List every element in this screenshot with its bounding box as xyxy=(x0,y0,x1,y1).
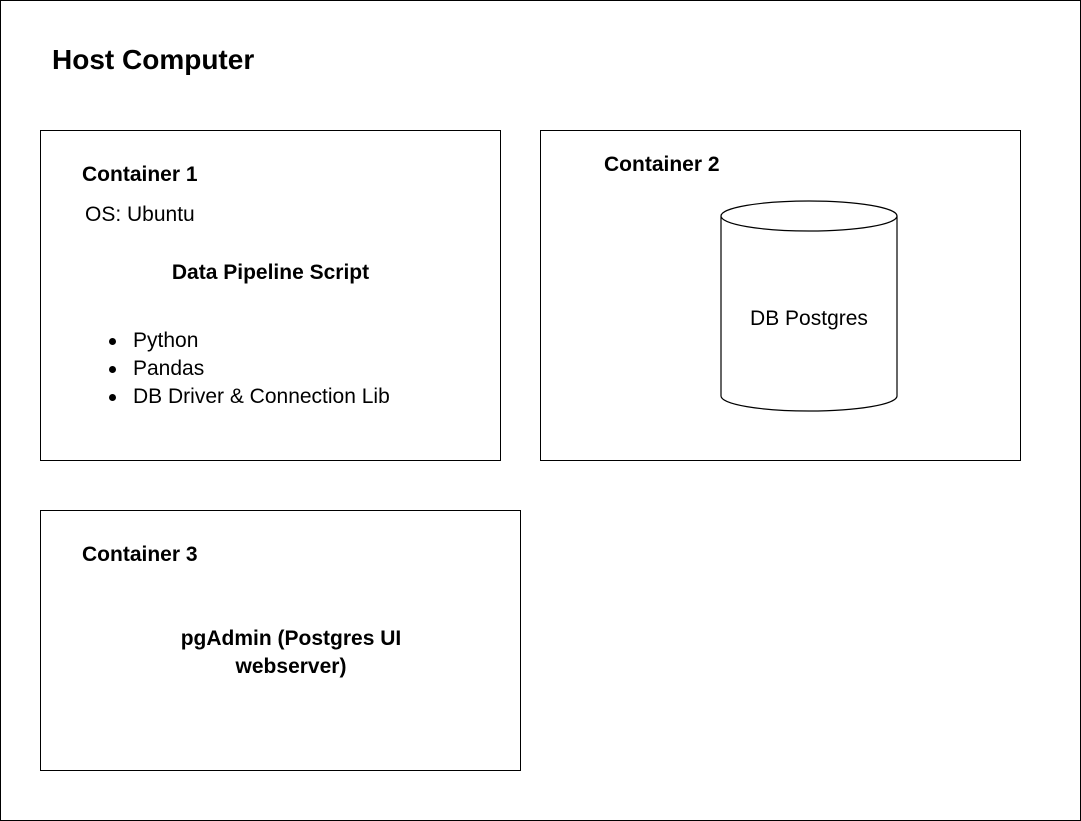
pipeline-script-title: Data Pipeline Script xyxy=(171,261,370,284)
library-list: Python Pandas DB Driver & Connection Lib xyxy=(109,327,390,411)
bullet-icon xyxy=(109,394,116,401)
host-computer-title: Host Computer xyxy=(52,44,255,75)
bullet-icon xyxy=(109,338,116,345)
library-item-pandas: Pandas xyxy=(109,355,390,383)
container-2-title: Container 2 xyxy=(604,153,720,176)
library-item-db-driver: DB Driver & Connection Lib xyxy=(109,383,390,411)
container-3-title: Container 3 xyxy=(82,543,198,566)
database-cylinder-icon xyxy=(720,200,898,412)
library-item-python: Python xyxy=(109,327,390,355)
container-2-box: Container 2 DB Postgres xyxy=(540,130,1021,461)
database-label: DB Postgres xyxy=(750,307,868,330)
library-item-label: Python xyxy=(133,329,199,352)
pgadmin-label: pgAdmin (Postgres UI webserver) xyxy=(180,627,402,678)
container-1-title: Container 1 xyxy=(82,163,198,186)
container-3-box: Container 3 pgAdmin (Postgres UI webserv… xyxy=(40,510,521,771)
library-item-label: DB Driver & Connection Lib xyxy=(133,385,390,408)
database-cylinder-body xyxy=(720,216,898,412)
library-item-label: Pandas xyxy=(133,357,205,380)
bullet-icon xyxy=(109,366,116,373)
container-1-os-label: OS: Ubuntu xyxy=(85,203,195,226)
container-1-box: Container 1 OS: Ubuntu Data Pipeline Scr… xyxy=(40,130,501,461)
database-cylinder-top xyxy=(720,200,898,232)
